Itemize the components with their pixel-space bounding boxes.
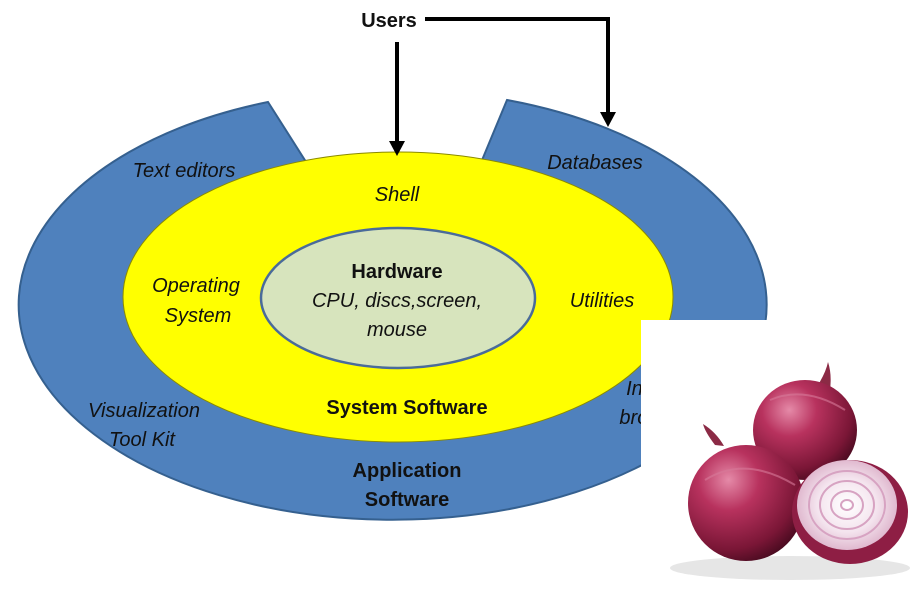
application-software-title-line2: Software (365, 489, 449, 511)
visualization-label-line1: Visualization (88, 400, 200, 422)
visualization-label-line2: Tool Kit (109, 429, 176, 451)
users-label: Users (361, 10, 417, 32)
onion-cut-half (792, 460, 908, 564)
onion-left (688, 424, 804, 561)
hardware-detail-line1: CPU, discs,screen, (312, 290, 482, 312)
shell-label: Shell (375, 184, 420, 206)
arrowhead-databases (600, 112, 616, 127)
utilities-label: Utilities (570, 290, 634, 312)
hardware-core (259, 226, 537, 370)
application-software-title-line1: Application (353, 460, 462, 482)
hardware-title: Hardware (351, 261, 442, 283)
users-arrows (395, 17, 610, 144)
hardware-detail-line2: mouse (367, 319, 427, 341)
arrow-to-databases (425, 17, 610, 114)
red-onions-photo (641, 320, 914, 595)
arrow-heads (389, 112, 616, 156)
operating-system-label-line1: Operating (152, 275, 240, 297)
text-editors-label: Text editors (133, 160, 236, 182)
databases-label: Databases (547, 152, 643, 174)
system-software-title: System Software (326, 397, 487, 419)
arrowhead-shell (389, 141, 405, 156)
operating-system-label-line2: System (165, 305, 232, 327)
onion-back (753, 362, 857, 480)
